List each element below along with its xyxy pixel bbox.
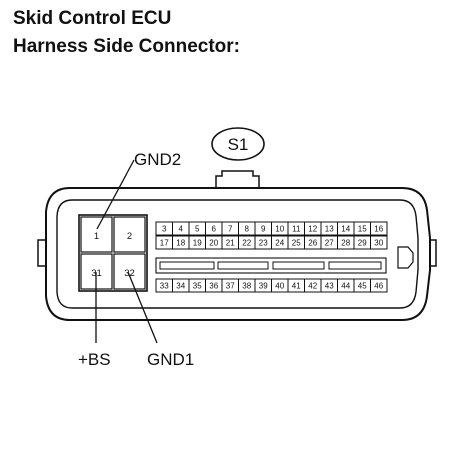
small-pin-label: 7 [228,225,233,234]
small-pin-label: 44 [341,282,350,291]
large-pin-block [78,214,148,292]
connector-latch [215,170,260,189]
small-pin-label: 13 [325,225,334,234]
small-pin-label: 42 [308,282,317,291]
small-pin-label: 16 [374,225,383,234]
small-pin-label: 14 [341,225,350,234]
gnd1-leader-line [127,271,158,344]
small-pin-label: 19 [193,239,202,248]
small-pin-label: 18 [176,239,185,248]
small-pin-cell [370,278,388,293]
small-pin-label: 17 [160,239,169,248]
small-pin-cell [370,221,388,236]
small-pin-label: 39 [259,282,268,291]
small-pin-label: 40 [275,282,284,291]
title-line-1: Skid Control ECU [13,8,172,29]
small-pin-label: 21 [226,239,235,248]
large-pin-label: 32 [124,268,135,279]
small-pin-label: 20 [209,239,218,248]
title-line-2: Harness Side Connector: [13,36,240,57]
small-pin-label: 25 [292,239,301,248]
small-pin-label: 6 [212,225,217,234]
connector-housing-inner [56,199,419,309]
small-pin-label: 27 [325,239,334,248]
small-pin-label: 41 [292,282,301,291]
small-pin-label: 12 [308,225,317,234]
gnd2-leader-line [96,159,135,230]
large-pin-label: 1 [94,231,99,242]
small-pin-label: 37 [226,282,235,291]
small-pin-label: 3 [162,225,167,234]
small-pin-label: 33 [160,282,169,291]
center-slot [217,261,269,270]
small-pin-label: 4 [179,225,184,234]
large-pin-cell [113,253,146,290]
small-pin-cell [370,235,388,250]
center-slot [328,261,382,270]
large-pin-group: 123132 [80,216,146,290]
connector-lock-clip [397,246,414,269]
small-pin-label: 30 [374,239,383,248]
connector-code-label: S1 [228,135,249,154]
large-pin-label: 2 [127,231,132,242]
small-pin-label: 46 [374,282,383,291]
small-pin-label: 34 [176,282,185,291]
small-pin-label: 24 [275,239,284,248]
large-pin-cell [113,216,146,253]
center-slot [272,261,325,270]
center-slot-group [159,261,382,270]
small-pin-label: 15 [358,225,367,234]
small-pin-label: 28 [341,239,350,248]
connector-code-oval [211,127,265,161]
center-slot [159,261,215,270]
small-pin-label: 8 [245,225,250,234]
large-pin-cell [80,216,113,253]
small-pin-label: 22 [242,239,251,248]
small-pin-label: 38 [242,282,251,291]
small-pin-label: 10 [275,225,284,234]
small-pin-label: 23 [259,239,268,248]
small-pin-label: 29 [358,239,367,248]
gnd2-label: GND2 [134,150,181,169]
gnd1-label: GND1 [147,350,194,369]
small-pin-label: 9 [261,225,266,234]
small-pin-label: 36 [209,282,218,291]
small-pin-label: 43 [325,282,334,291]
small-pin-label: 45 [358,282,367,291]
small-pin-label: 26 [308,239,317,248]
small-pin-label: 35 [193,282,202,291]
bs-label: +BS [78,350,111,369]
small-pin-label: 5 [195,225,200,234]
small-pin-label: 11 [292,225,301,234]
